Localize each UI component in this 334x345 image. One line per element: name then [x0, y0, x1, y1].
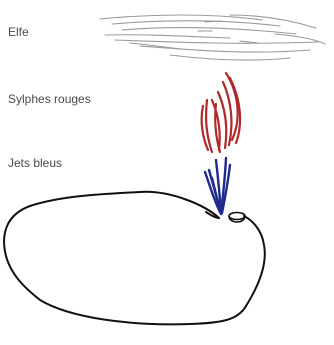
ground-outline: [4, 192, 265, 324]
jets-sketch: [205, 158, 230, 214]
elfe-sketch: [100, 15, 325, 60]
sylphes-sketch: [202, 73, 240, 152]
ground-cap-icon: [229, 213, 245, 223]
